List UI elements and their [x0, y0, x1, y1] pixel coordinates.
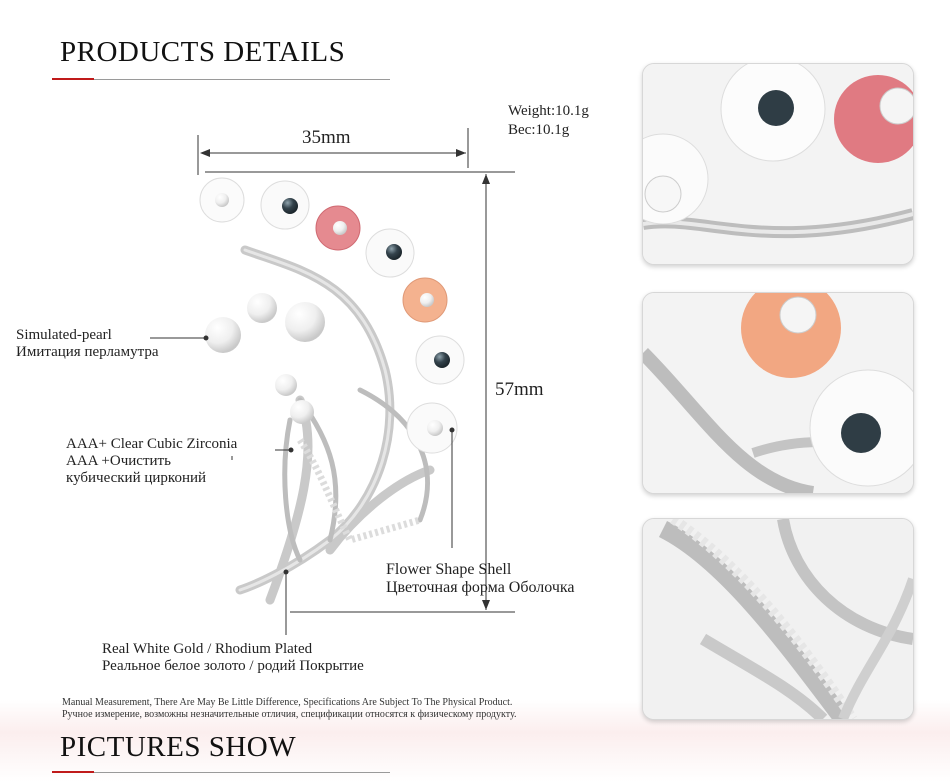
brooch-illustration	[150, 128, 515, 635]
bec-spec: Bec:10.1g	[508, 122, 570, 138]
shell-label: Flower Shape Shell Цветочная форма Оболо…	[386, 561, 575, 597]
measurement-note: Manual Measurement, There Are May Be Lit…	[62, 697, 516, 721]
pearl-label-en: Simulated-pearl	[16, 327, 112, 343]
dimension-lines	[197, 128, 515, 613]
gold-label-ru: Реальное белое золото / родий Покрытие	[102, 658, 364, 674]
products-details-title: PRODUCTS DETAILS	[60, 36, 346, 68]
pearl-label-ru: Имитация перламутра	[16, 344, 159, 360]
gold-label: Real White Gold / Rhodium Plated Реально…	[102, 641, 364, 675]
simulated-pearls	[205, 293, 325, 424]
zirconia-label-ru1: AAA +Очистить	[66, 453, 171, 469]
pictures-underline	[94, 772, 390, 773]
measurement-note-en: Manual Measurement, There Are May Be Lit…	[62, 697, 513, 708]
zirconia-label-en: AAA+ Clear Cubic Zirconia	[66, 436, 238, 452]
pearl-label: Simulated-pearl Имитация перламутра	[16, 327, 158, 361]
detail-photo-flowers	[642, 63, 914, 265]
width-dimension: 35mm	[302, 127, 351, 148]
shell-label-en: Flower Shape Shell	[386, 561, 512, 578]
zirconia-label-ru2: кубический цирконий	[66, 470, 207, 486]
callout-lines	[150, 335, 455, 635]
pictures-underline-accent	[52, 771, 94, 773]
title-underline	[94, 79, 390, 80]
pictures-show-title: PICTURES SHOW	[60, 731, 297, 763]
shell-label-ru: Цветочная форма Оболочка	[386, 579, 575, 596]
zirconia-band	[297, 438, 421, 545]
flower-pearls	[215, 193, 450, 436]
detail-photo-pearls	[642, 292, 914, 494]
shell-flowers	[199, 177, 465, 454]
weight-spec: Weight:10.1g	[508, 103, 589, 119]
height-dimension: 57mm	[495, 379, 544, 400]
measurement-note-ru: Ручное измерение, возможны незначительны…	[62, 709, 517, 720]
gold-label-en: Real White Gold / Rhodium Plated	[102, 641, 313, 657]
title-underline-accent	[52, 78, 94, 80]
zirconia-label: AAA+ Clear Cubic Zirconia AAA +Очистить …	[66, 436, 237, 487]
detail-photo-zirconia	[642, 518, 914, 720]
